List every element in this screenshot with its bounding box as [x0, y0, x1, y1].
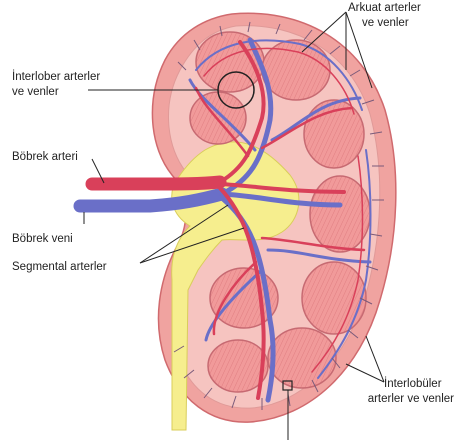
label-interlobar-line1: İnterlober arterler [12, 70, 100, 83]
pyramid [268, 328, 336, 388]
label-arcuate-line2: ve venler [362, 17, 409, 29]
label-interlobular-line1: İnterlobüler [384, 377, 442, 390]
renal-vein [80, 194, 222, 206]
label-interlobar-line2: ve venler [12, 86, 59, 98]
pyramid [302, 262, 366, 334]
label-renal-vein: Böbrek veni [12, 233, 73, 245]
label-segmental: Segmental arterler [12, 261, 107, 273]
renal-artery [92, 182, 220, 184]
label-arcuate-line1: Arkuat arterler [348, 2, 421, 14]
label-renal-artery: Böbrek arteri [12, 151, 78, 163]
label-interlobular-line2: arterler ve venler [368, 393, 454, 405]
